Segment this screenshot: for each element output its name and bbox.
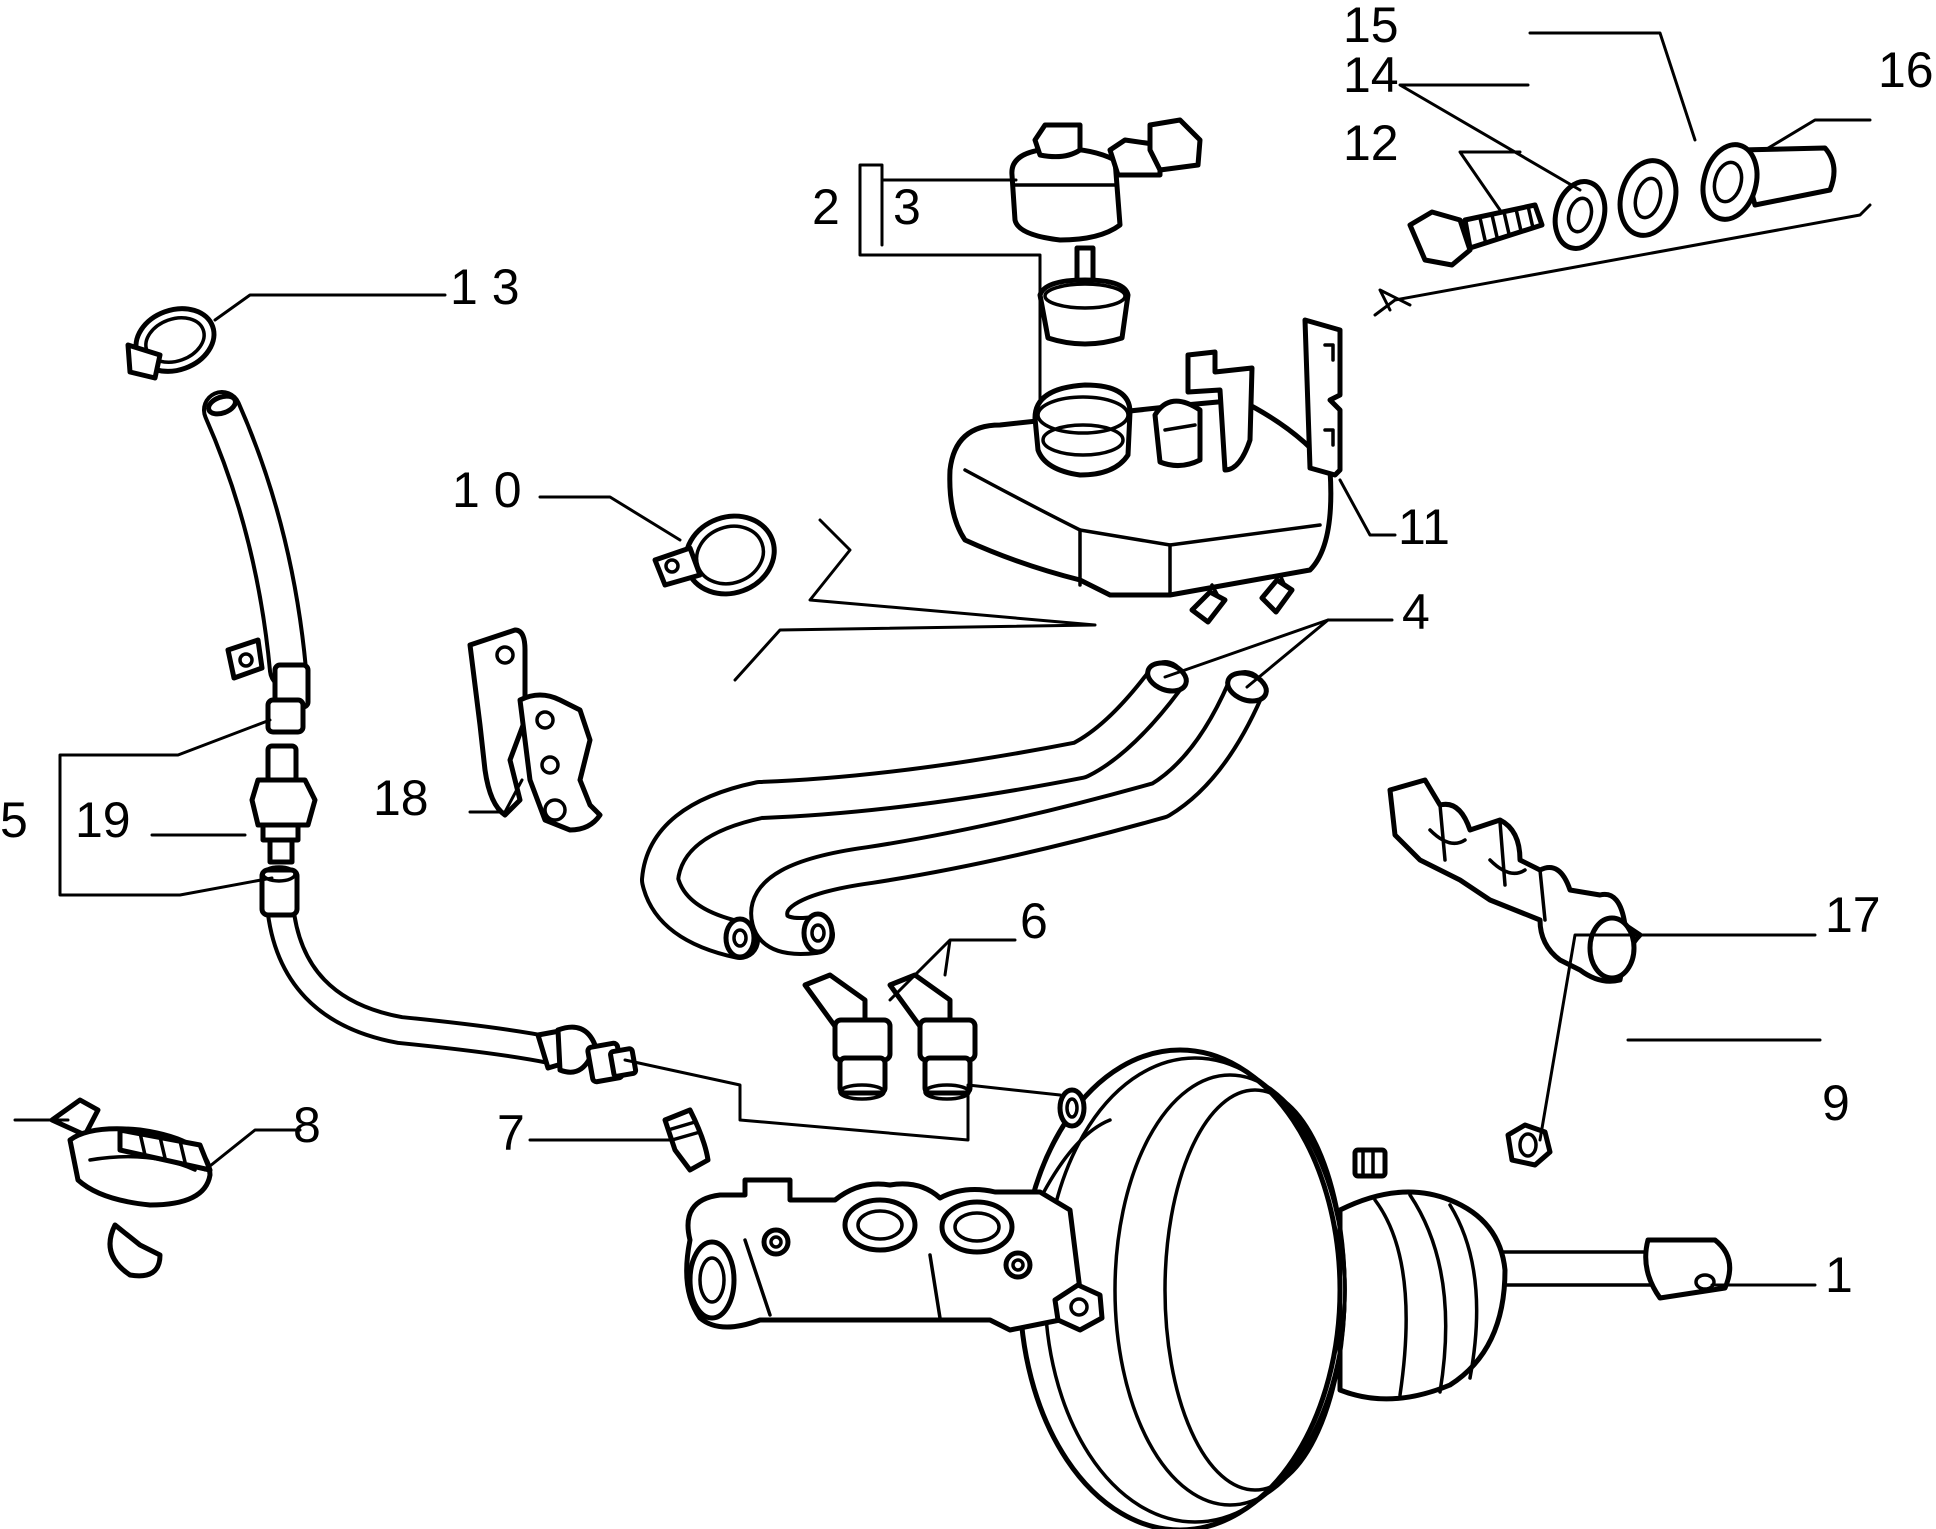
brake-fluid-reservoir — [947, 349, 1334, 625]
callout-3: 3 — [893, 179, 921, 235]
washer-14 — [1552, 179, 1608, 251]
nut — [1505, 1122, 1553, 1168]
callout-2: 2 — [812, 179, 840, 235]
reservoir-cap-sensor — [1009, 117, 1203, 347]
callout-1: 1 — [1825, 1247, 1853, 1303]
callout-7: 7 — [497, 1105, 525, 1161]
reservoir-bracket — [1302, 317, 1343, 478]
callout-5: 5 — [0, 792, 28, 848]
brake-fluid-hoses — [640, 660, 1269, 960]
hose-clamp-13 — [125, 306, 217, 381]
pipe-clip-17 — [1387, 777, 1643, 984]
callout-12: 12 — [1343, 115, 1399, 171]
vacuum-hose — [202, 390, 639, 1085]
pipe-clip-8 — [49, 1097, 213, 1279]
bolt — [1407, 202, 1545, 268]
callout-10: 1 0 — [452, 462, 522, 518]
callout-8: 8 — [293, 1097, 321, 1153]
callout-18: 18 — [373, 770, 429, 826]
callout-17: 17 — [1825, 887, 1881, 943]
callout-11: 11 — [1398, 499, 1450, 555]
pipe-bracket-18 — [467, 627, 603, 833]
callout-6: 6 — [1020, 893, 1048, 949]
washer-15 — [1617, 158, 1679, 238]
callout-9: 9 — [1822, 1075, 1850, 1131]
rubber-cap — [662, 1107, 711, 1173]
callout-19: 19 — [75, 792, 131, 848]
callout-14: 14 — [1343, 47, 1399, 103]
hose-clamp-10 — [652, 513, 777, 597]
elbow-connectors — [802, 972, 978, 1101]
callout-13: 1 3 — [450, 259, 520, 315]
master-cylinder — [684, 1177, 1105, 1333]
brake-servo-booster — [1013, 1047, 1733, 1529]
spacer-sleeve — [1700, 142, 1837, 222]
callout-15: 15 — [1343, 0, 1399, 53]
leader-lines — [13, 31, 1872, 1287]
callout-4: 4 — [1402, 584, 1430, 640]
grommet — [1057, 1087, 1087, 1129]
callout-16: 16 — [1878, 42, 1934, 98]
